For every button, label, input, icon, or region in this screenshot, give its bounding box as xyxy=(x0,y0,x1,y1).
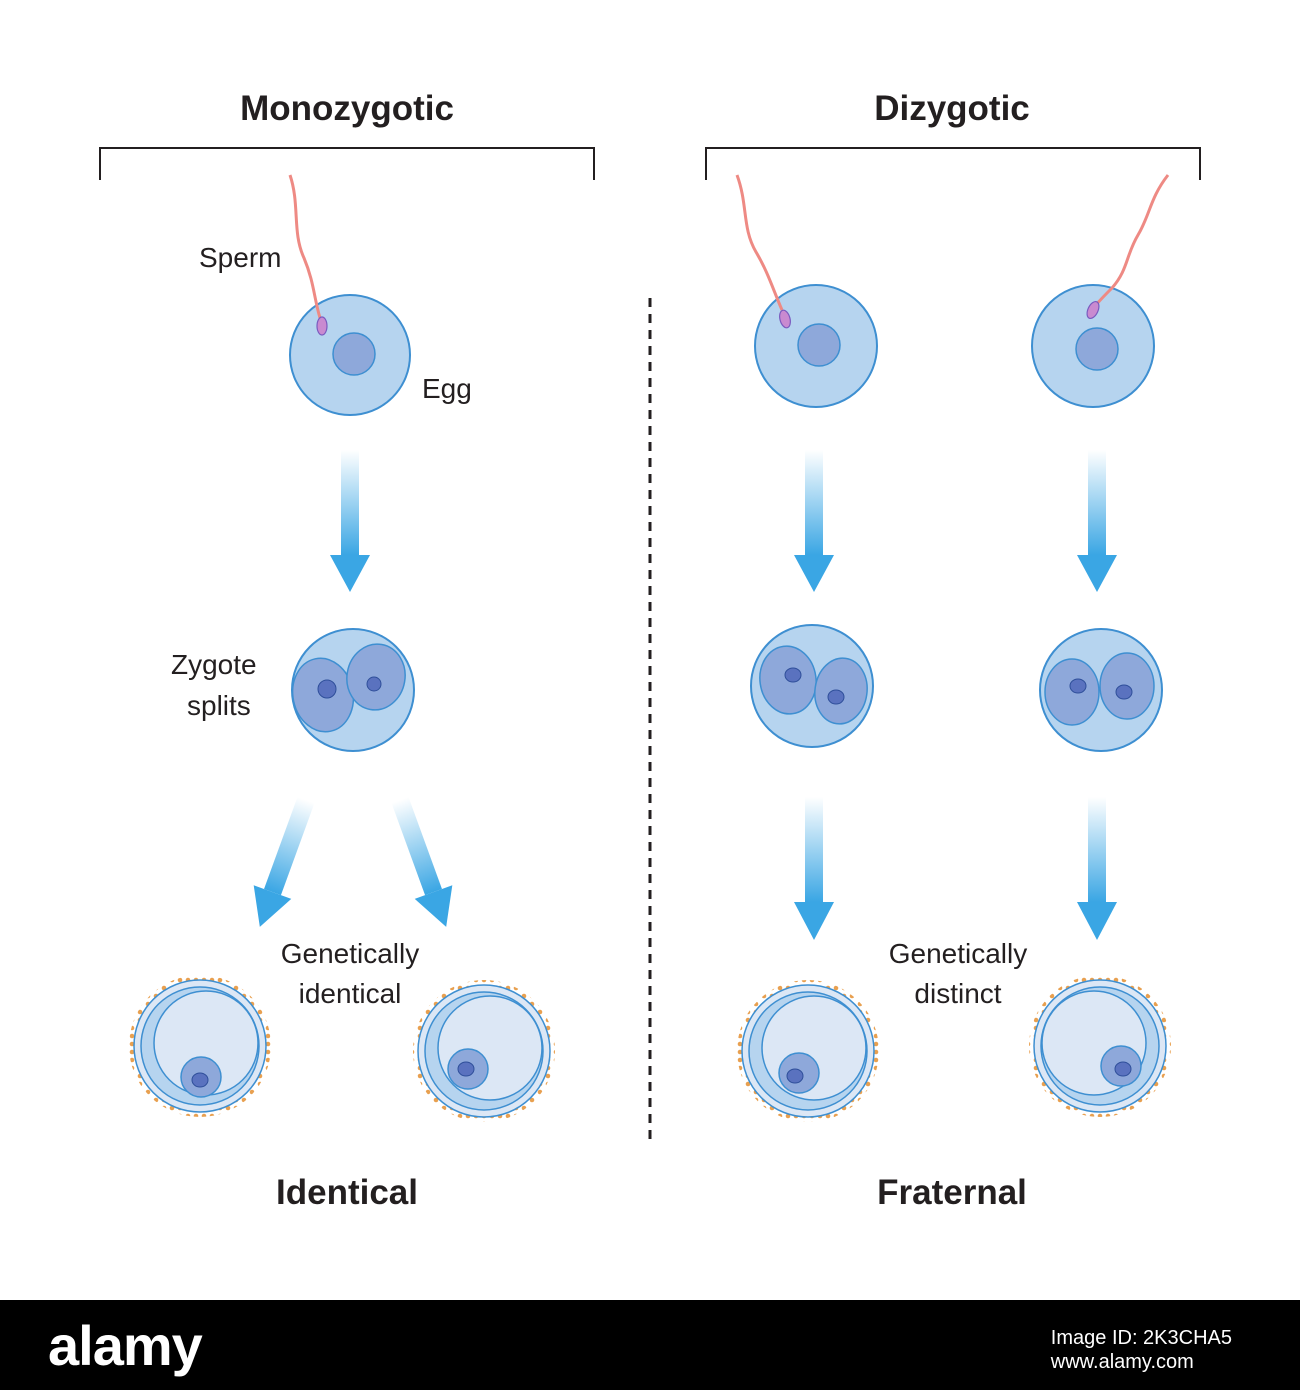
image-id-block: Image ID: 2K3CHA5 www.alamy.com xyxy=(1051,1326,1232,1374)
di-sperm-left xyxy=(735,174,791,329)
image-id-text: Image ID: 2K3CHA5 xyxy=(1050,1327,1232,1349)
di-sperm-right xyxy=(1086,174,1170,320)
dizygotic-bracket xyxy=(705,147,1201,180)
genetically-distinct-line2: distinct xyxy=(914,978,1001,1009)
genetically-identical-line1: Genetically xyxy=(281,938,420,969)
di-arrow-2-right xyxy=(1077,797,1117,940)
di-embryo-left xyxy=(737,980,879,1122)
genetically-identical-line2: identical xyxy=(299,978,402,1009)
di-zygote-left xyxy=(750,624,874,748)
di-zygote-right xyxy=(1039,628,1163,752)
mono-zygote xyxy=(291,628,415,752)
monozygotic-bracket xyxy=(99,147,595,180)
sperm-label: Sperm xyxy=(199,242,281,273)
dizygotic-heading: Dizygotic xyxy=(874,89,1030,128)
monozygotic-heading: Monozygotic xyxy=(240,89,454,128)
mono-arrow-1 xyxy=(330,450,370,592)
mono-embryo-left xyxy=(129,975,271,1117)
mono-arrow-left xyxy=(253,796,315,927)
fraternal-heading: Fraternal xyxy=(877,1173,1027,1212)
di-arrow-1-left xyxy=(794,450,834,592)
site-url[interactable]: www.alamy.com xyxy=(1050,1351,1194,1373)
mono-sperm xyxy=(288,174,328,336)
footer-bar xyxy=(0,1300,1300,1390)
di-egg-left xyxy=(754,284,878,408)
twins-diagram: Monozygotic Dizygotic Sperm Egg Zygote s… xyxy=(99,89,1201,1212)
di-embryo-right xyxy=(1029,975,1171,1117)
genetically-distinct-line1: Genetically xyxy=(889,938,1028,969)
mono-egg xyxy=(289,294,411,416)
identical-heading: Identical xyxy=(276,1173,418,1212)
di-arrow-2-left xyxy=(794,797,834,940)
di-egg-right xyxy=(1031,284,1155,408)
zygote-label-line1: Zygote xyxy=(171,649,257,680)
mono-arrow-right xyxy=(391,796,453,927)
mono-embryo-right xyxy=(413,980,555,1122)
egg-label: Egg xyxy=(422,373,472,404)
brand-logo: alamy xyxy=(48,1314,203,1377)
zygote-label-line2: splits xyxy=(187,690,251,721)
di-arrow-1-right xyxy=(1077,450,1117,592)
